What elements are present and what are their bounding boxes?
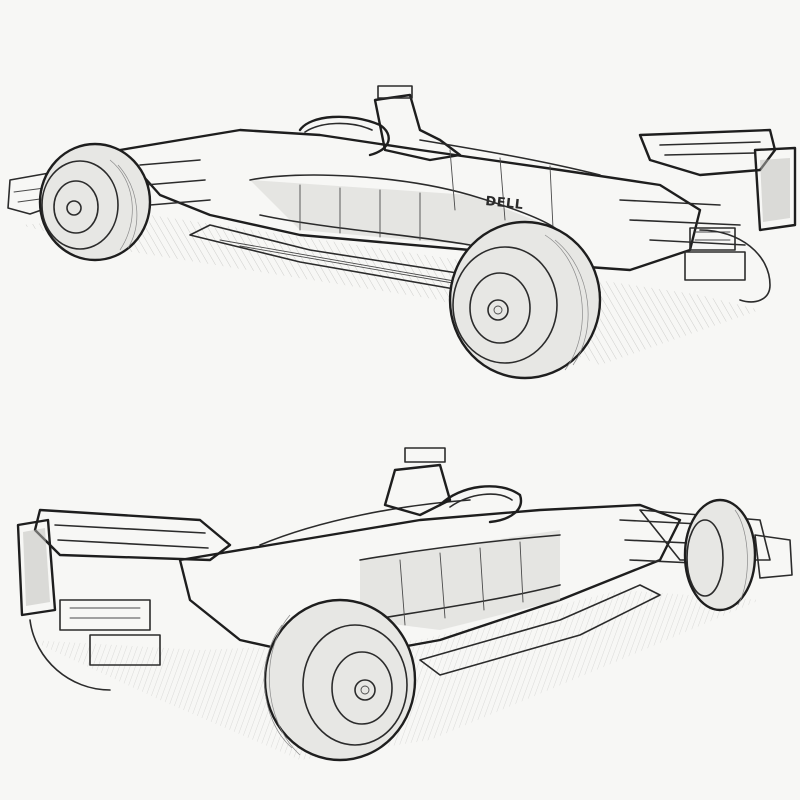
bottom-car-rear-endplate	[16, 518, 57, 617]
top-car-front-wheel	[38, 142, 152, 262]
bottom-car-body	[178, 503, 682, 662]
bottom-car-halo	[438, 485, 523, 524]
top-car-halo	[298, 115, 390, 157]
bottom-car-front-wing	[754, 534, 793, 579]
top-car-rear-endplate	[753, 146, 797, 232]
top-car-rear-wheel	[448, 220, 602, 380]
bottom-car-rear-wing	[33, 508, 232, 562]
bottom-car-rear-wheel	[263, 598, 417, 762]
top-car-logo: DELL	[485, 194, 525, 213]
bottom-car-floor	[419, 584, 661, 676]
bottom-car-sketch	[16, 447, 793, 762]
top-car-camera-pod	[377, 85, 413, 99]
bottom-car-front-wheel	[683, 498, 757, 612]
top-car-rear-wing	[638, 128, 777, 177]
top-car-gearbox	[689, 227, 736, 251]
top-car-far-rear-wheel	[699, 229, 771, 303]
bottom-car-gearbox	[59, 599, 151, 631]
bottom-car-camera-pod	[404, 447, 446, 463]
bottom-car-far-rear-wheel	[29, 619, 111, 691]
top-car-airbox	[373, 93, 462, 162]
bottom-car-airbox	[383, 463, 452, 517]
top-car-sketch: DELL	[7, 85, 797, 380]
